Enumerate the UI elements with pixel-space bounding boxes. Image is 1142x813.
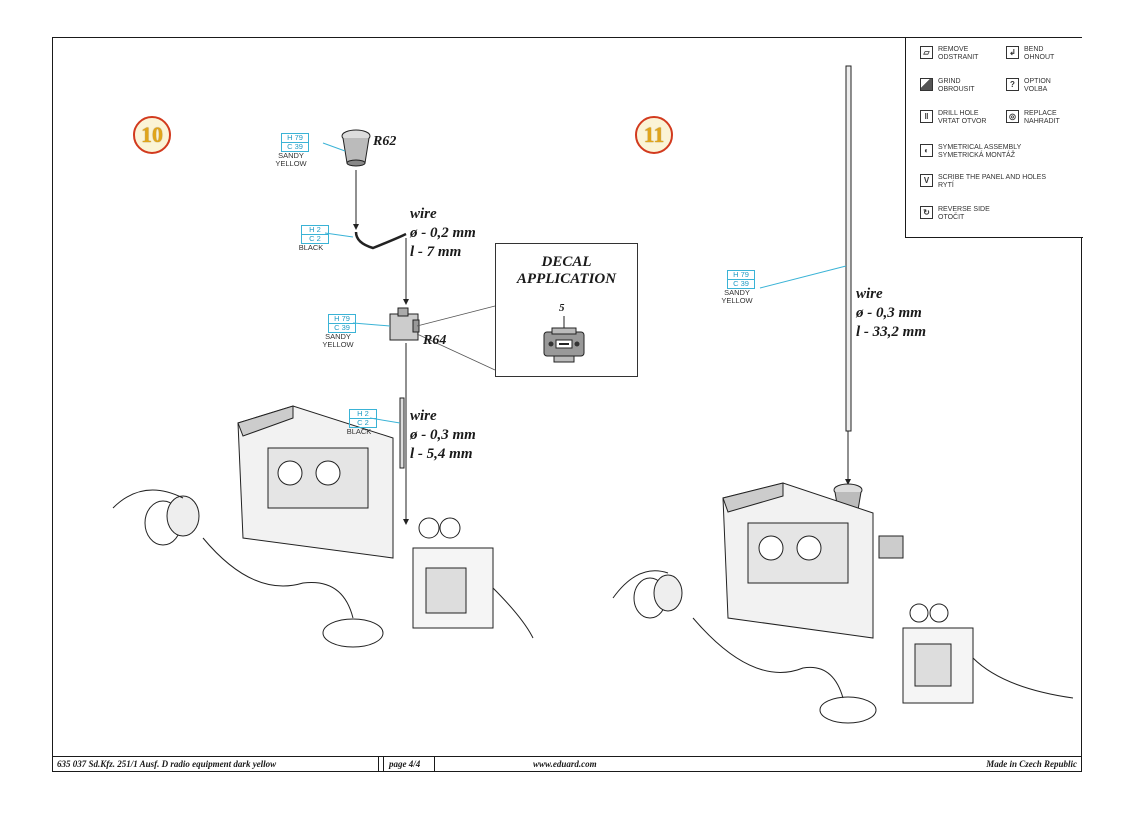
wire-spec-1: wire ø - 0,2 mm l - 7 mm: [410, 205, 476, 262]
option-icon: ?: [1006, 78, 1019, 91]
r62-part-drawing: [341, 129, 371, 167]
r64-part-drawing: [389, 307, 420, 341]
paint-code-h: H 79: [281, 133, 309, 143]
symmetrical-icon: ◐: [920, 144, 933, 157]
part-label-r64: R64: [423, 333, 447, 348]
radio-set-drawing-11: [612, 482, 1074, 724]
paint-name: SANDY YELLOW: [322, 332, 354, 349]
paint-callout-wire2: H 2 C 2 BLACK: [347, 409, 379, 436]
assembly-drawing: [112, 65, 1074, 724]
paint-code-h: H 2: [301, 225, 329, 235]
wire-diameter: ø - 0,2 mm: [410, 225, 476, 241]
footer-url: www.eduard.com: [533, 759, 597, 769]
instruction-sheet: 10 11 H 79 C 39 SANDY YELLOW H 2 C 2 BLA…: [52, 37, 1083, 772]
scribe-icon: V: [920, 174, 933, 187]
footer-made-in: Made in Czech Republic: [986, 759, 1077, 769]
drill-icon: ‖: [920, 110, 933, 123]
wire-title: wire: [410, 206, 437, 222]
wire-straight-drawing: [399, 397, 405, 469]
paint-callout-wire1: H 2 C 2 BLACK: [299, 225, 331, 252]
wire-diameter: ø - 0,3 mm: [856, 305, 922, 321]
wire-length: l - 33,2 mm: [856, 324, 926, 340]
decal-application-box: DECAL APPLICATION 5: [495, 243, 638, 377]
radio-set-drawing-10: [112, 405, 534, 648]
paint-callout-r62: H 79 C 39 SANDY YELLOW: [275, 133, 311, 168]
footer-page: page 4/4: [389, 759, 421, 769]
bend-icon: ↲: [1006, 46, 1019, 59]
paint-code-c: C 39: [727, 280, 755, 289]
footer-product: 635 037 Sd.Kfz. 251/1 Ausf. D radio equi…: [57, 759, 277, 769]
antenna-rod-drawing: [845, 65, 852, 432]
grind-icon: [920, 78, 933, 91]
step-10-badge: 10: [133, 116, 171, 154]
decal-title: DECAL APPLICATION: [516, 254, 617, 287]
paint-name: SANDY YELLOW: [275, 151, 307, 168]
wire-length: l - 7 mm: [410, 244, 462, 260]
decal-number: 5: [559, 302, 565, 314]
wire-title: wire: [410, 408, 437, 424]
paint-code-c: C 2: [301, 235, 329, 244]
reverse-icon: ↻: [920, 206, 933, 219]
footer-bar: 635 037 Sd.Kfz. 251/1 Ausf. D radio equi…: [53, 756, 1081, 771]
paint-code-c: C 2: [349, 419, 377, 428]
paint-name: BLACK: [346, 427, 372, 436]
wire-spec-2: wire ø - 0,3 mm l - 5,4 mm: [410, 407, 476, 464]
decal-part-drawing: [543, 316, 585, 363]
wire-title: wire: [856, 286, 883, 302]
step-11-badge: 11: [635, 116, 673, 154]
part-label-r62: R62: [373, 134, 397, 149]
paint-callout-r64: H 79 C 39 SANDY YELLOW: [322, 314, 358, 349]
wire-diameter: ø - 0,3 mm: [410, 427, 476, 443]
paint-name: BLACK: [298, 243, 324, 252]
paint-code-h: H 2: [349, 409, 377, 419]
paint-code-c: C 39: [281, 143, 309, 152]
replace-icon: ◎: [1006, 110, 1019, 123]
wire-bent-drawing: [354, 231, 407, 250]
wire-length: l - 5,4 mm: [410, 446, 473, 462]
wire-spec-3: wire ø - 0,3 mm l - 33,2 mm: [856, 285, 926, 342]
remove-icon: ▱: [920, 46, 933, 59]
paint-code-c: C 39: [328, 324, 356, 333]
paint-name: SANDY YELLOW: [721, 288, 753, 305]
paint-callout-antenna: H 79 C 39 SANDY YELLOW: [721, 270, 757, 305]
paint-code-h: H 79: [727, 270, 755, 280]
paint-code-h: H 79: [328, 314, 356, 324]
